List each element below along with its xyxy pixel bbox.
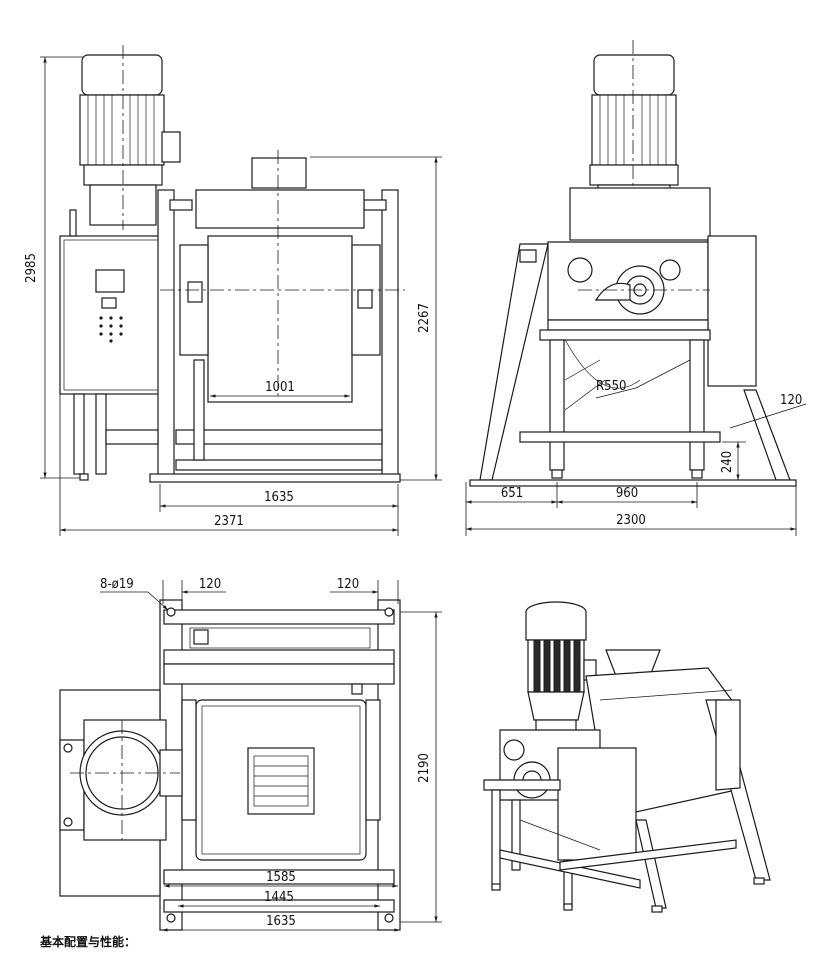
dim-leg-height: 240	[720, 451, 735, 473]
iso-frame	[483, 779, 765, 913]
front-trough	[179, 157, 381, 461]
dim-leg-span: 960	[616, 486, 638, 501]
front-control-cabinet	[59, 209, 163, 395]
dim-inner-1585: 1585	[266, 870, 296, 885]
dim-total-width: 2371	[214, 514, 244, 529]
dim-frame-width: 1635	[264, 490, 294, 505]
dim-holes: 8-ø19	[100, 577, 134, 592]
side-frame	[469, 243, 797, 487]
dim-radius: R550	[596, 379, 626, 394]
front-view: 2985 2267 1001 1635 2371	[24, 45, 442, 536]
dim-frame-width-top: 1635	[266, 914, 296, 929]
footer-note: 基本配置与性能：	[40, 935, 137, 949]
side-gearbox	[547, 187, 757, 389]
iso-motor	[525, 601, 597, 747]
front-frame	[73, 189, 401, 483]
dim-offset-right: 120	[337, 577, 359, 592]
dim-leg-splay: 120	[780, 393, 802, 408]
isometric-view	[483, 601, 771, 913]
top-view: 8-ø19 120 120 2190 1585 1445 1635	[59, 577, 442, 932]
side-view: R550 120 240 651 960 2300	[465, 40, 807, 536]
iso-cabinet	[557, 747, 637, 861]
top-frame	[159, 599, 401, 931]
top-trough	[181, 683, 381, 861]
dim-height-total: 2985	[24, 253, 39, 283]
dim-inner-1445: 1445	[264, 890, 294, 905]
dim-trough-width: 1001	[265, 380, 295, 395]
dim-foot-offset: 651	[501, 486, 523, 501]
dim-height-frame: 2267	[417, 303, 432, 333]
dim-offset-left: 120	[199, 577, 221, 592]
dim-depth: 2190	[417, 753, 432, 783]
dim-total-width-side: 2300	[616, 513, 646, 528]
